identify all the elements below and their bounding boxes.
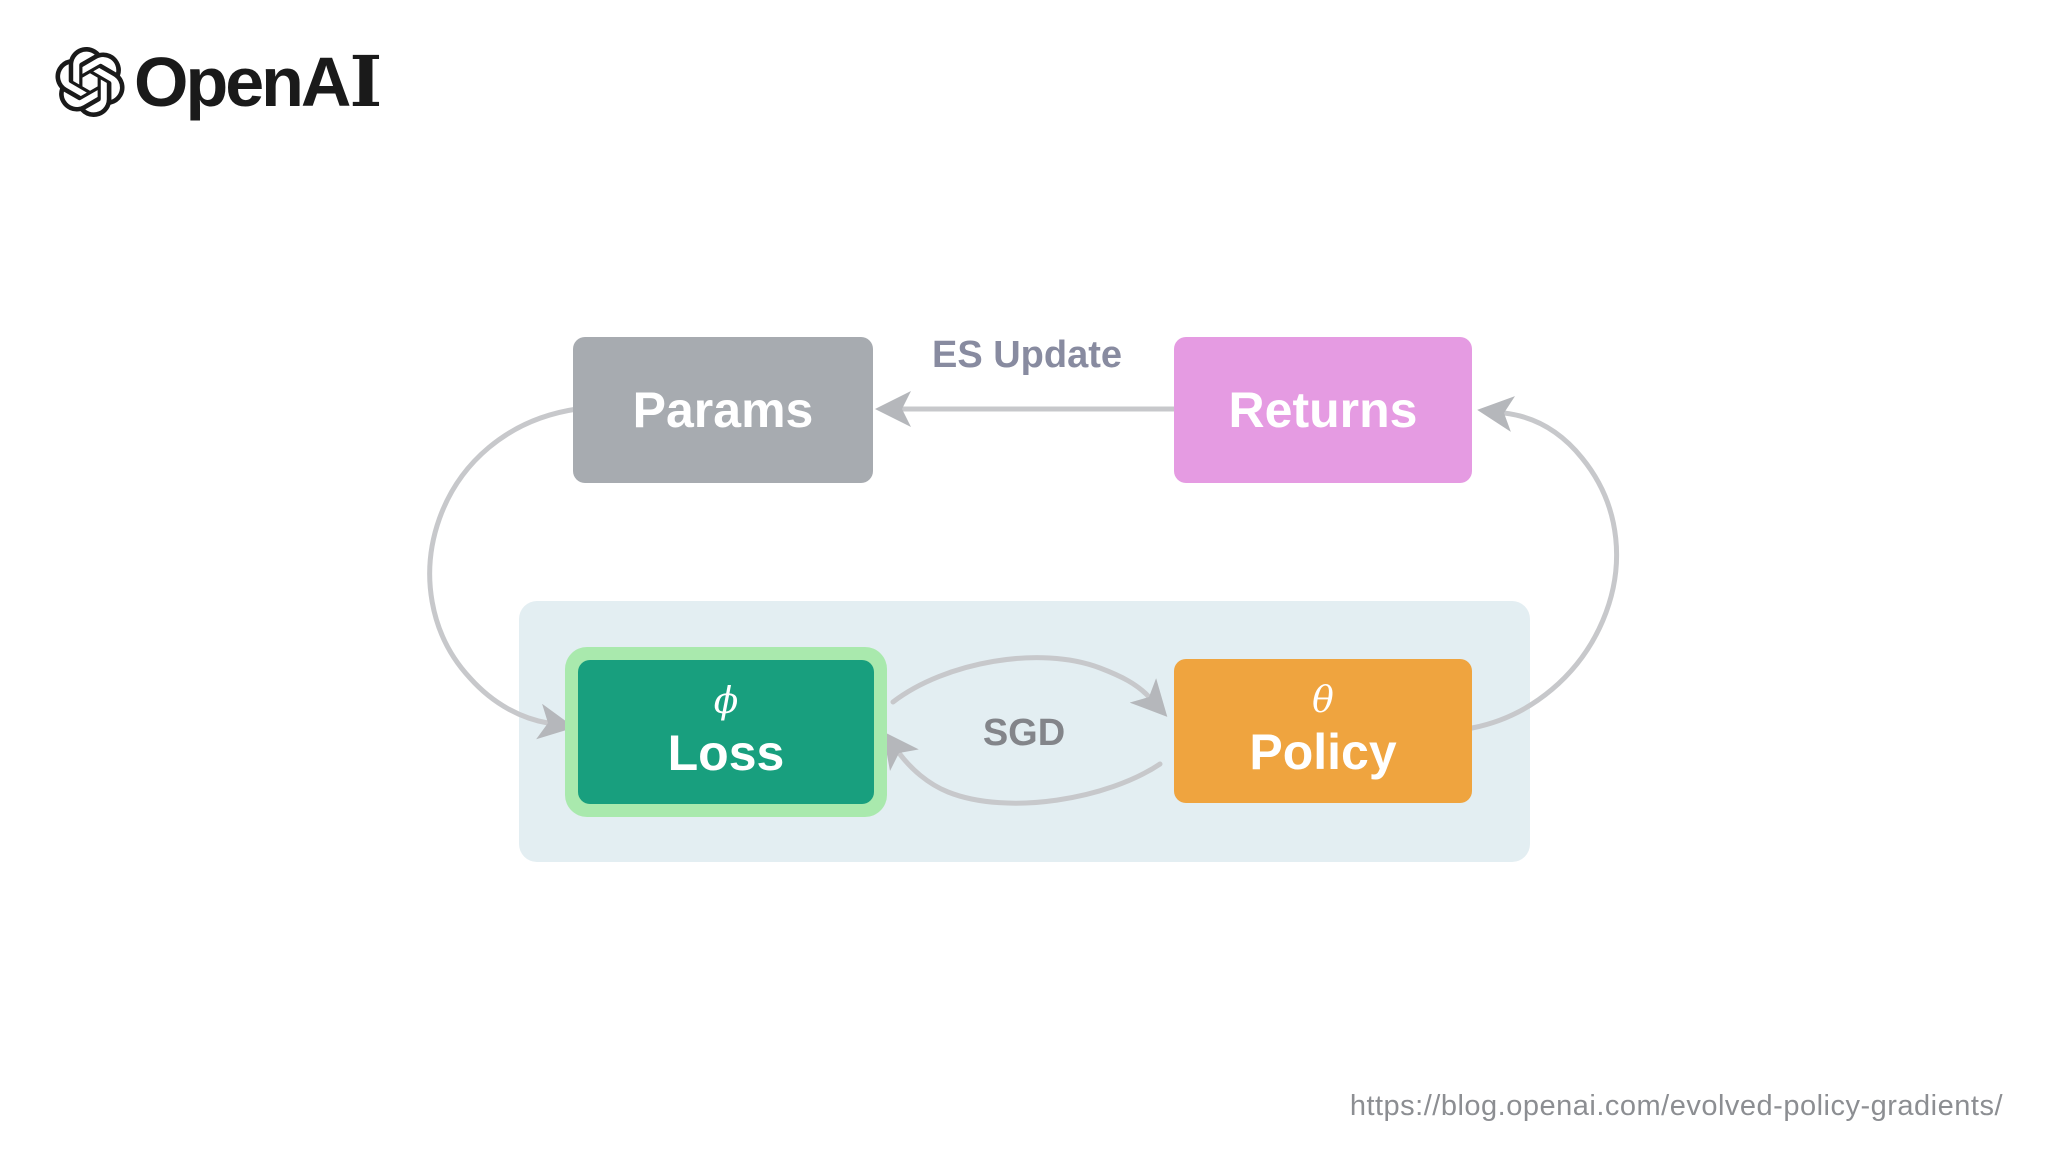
node-params: Params: [573, 337, 873, 483]
edge-label-es-update: ES Update: [931, 334, 1123, 376]
node-loss-label: Loss: [667, 724, 785, 781]
wordmark-main: OpenA: [134, 43, 351, 121]
theta-symbol: θ: [1312, 679, 1334, 721]
node-policy-label: Policy: [1249, 723, 1397, 780]
node-returns-label: Returns: [1228, 381, 1418, 438]
node-policy: θ Policy: [1174, 659, 1472, 803]
node-loss: ϕ Loss: [578, 660, 874, 804]
arrow-policy-to-loss: [882, 731, 1163, 806]
arrow-params-to-loss: [427, 406, 580, 740]
node-returns: Returns: [1174, 337, 1472, 483]
wordmark-serif-i: I: [349, 40, 382, 123]
edge-label-sgd: SGD: [982, 712, 1066, 754]
openai-logo-icon: [55, 47, 125, 117]
node-params-label: Params: [632, 381, 814, 438]
arrow-policy-to-returns: [1469, 396, 1620, 731]
arrow-loss-to-policy: [890, 655, 1168, 717]
node-loss-highlight-ring: ϕ Loss: [565, 647, 887, 817]
phi-symbol: ϕ: [713, 680, 739, 722]
source-url: https://blog.openai.com/evolved-policy-g…: [1349, 1090, 2003, 1122]
